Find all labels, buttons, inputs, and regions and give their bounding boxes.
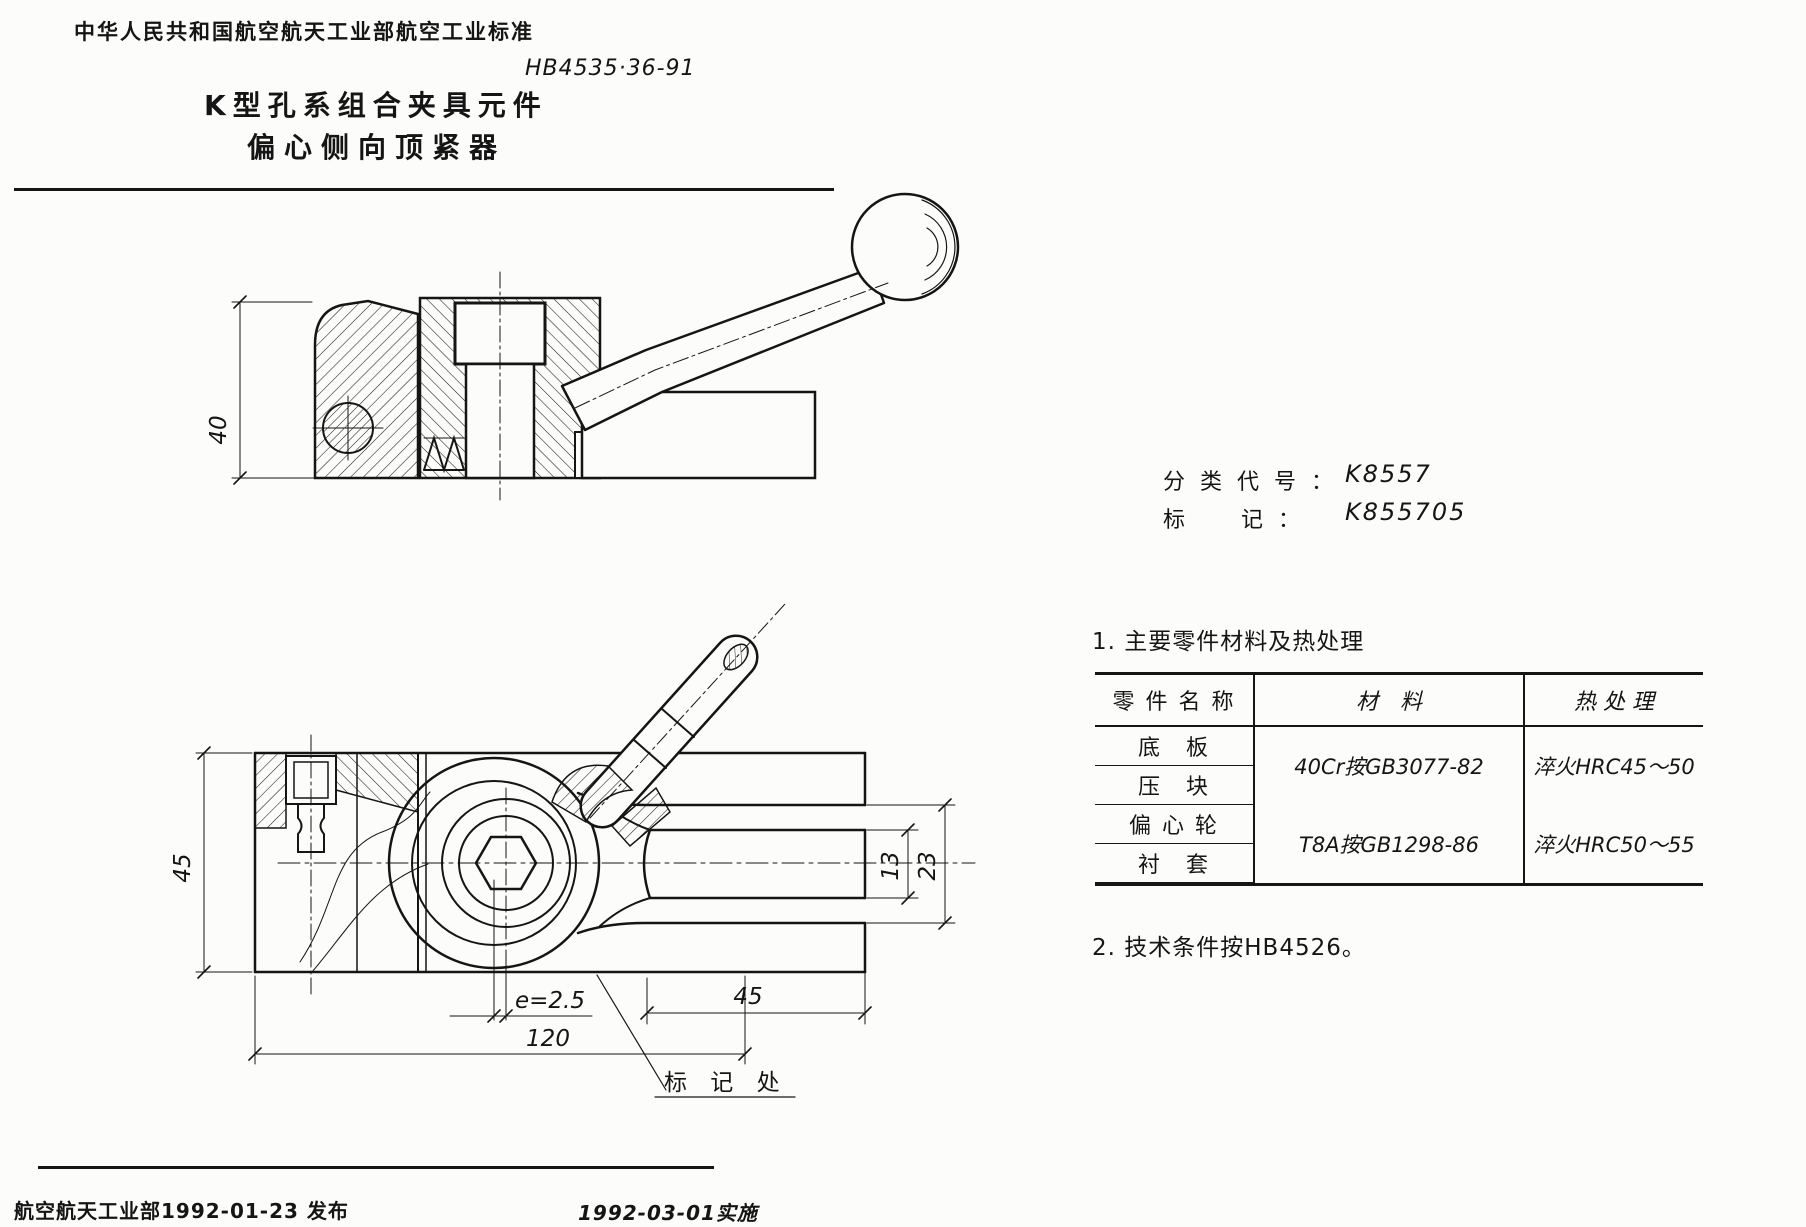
part-name-cell: 偏 心 轮 <box>1095 804 1255 844</box>
dim-label-40: 40 <box>206 415 232 444</box>
table-row: 衬 套 <box>1095 843 1703 883</box>
handle-centerline <box>574 282 889 409</box>
heat-treatment-cell: 淬火HRC45～50 <box>1533 754 1695 779</box>
table-row: 偏 心 轮 T8A按GB1298-86 淬火HRC50～55 <box>1095 804 1703 883</box>
section-view: 40 <box>206 192 960 501</box>
note-materials-heading: 1. 主要零件材料及热处理 <box>1092 629 1365 655</box>
spring <box>423 434 465 474</box>
materials-table: 零 件 名 称 材 料 热 处 理 底 板 40Cr按GB3077-82 淬火H… <box>1095 672 1703 886</box>
part-name-cell: 压 块 <box>1095 765 1255 805</box>
material-cell: 40Cr按GB3077-82 <box>1254 726 1525 805</box>
dim-label-120: 120 <box>526 1026 570 1052</box>
handle-section <box>560 266 886 432</box>
side-bolt-plan <box>254 734 431 996</box>
dimension-40 <box>231 295 419 485</box>
document-title-line2: 偏心侧向顶紧器 <box>247 131 507 164</box>
classification-code-value: K8557 <box>1345 460 1432 488</box>
standard-number: HB4535·36-91 <box>525 56 696 81</box>
break-line <box>311 863 429 973</box>
dim-label-13: 13 <box>878 851 904 880</box>
footer-effective-text: 1992-03-01实施 <box>578 1201 758 1225</box>
dimension-eccentricity <box>449 1009 593 1023</box>
marking-code-label: 标 记 ： <box>1163 508 1304 533</box>
dimension-23 <box>866 798 956 930</box>
material-cell: T8A按GB1298-86 <box>1254 804 1525 883</box>
dim-label-eccentricity: e=2.5 <box>515 988 585 1014</box>
col-header-part-name: 零 件 名 称 <box>1095 675 1255 727</box>
part-name-cell: 底 板 <box>1095 726 1255 766</box>
col-header-heat-treatment: 热 处 理 <box>1524 675 1703 727</box>
dimension-13 <box>866 823 919 905</box>
handle-boss-section <box>551 764 634 824</box>
table-row: 压 块 <box>1095 765 1703 805</box>
handle-plan-centerline <box>589 603 786 819</box>
materials-table-header-row: 零 件 名 称 材 料 热 处 理 <box>1095 675 1703 727</box>
ball-knob <box>850 192 960 302</box>
dimension-45-right <box>640 927 872 1025</box>
plan-view: 45 13 23 e=2.5 <box>170 603 976 1098</box>
table-row: 底 板 40Cr按GB3077-82 淬火HRC45～50 <box>1095 726 1703 805</box>
document-title-line1: K型孔系组合夹具元件 <box>204 89 548 122</box>
dimension-120 <box>248 975 752 1065</box>
dim-label-45-left: 45 <box>170 853 196 882</box>
marking-code-value: K855705 <box>1345 498 1467 526</box>
dim-label-45-right: 45 <box>733 984 762 1010</box>
title-underline <box>14 188 834 191</box>
dimension-45-left <box>195 746 253 979</box>
dim-label-23: 23 <box>915 851 941 880</box>
col-header-material: 材 料 <box>1254 675 1525 727</box>
break-line <box>299 791 431 963</box>
footer-rule <box>38 1166 714 1169</box>
classification-code-label: 分 类 代 号 ： <box>1163 470 1337 495</box>
heat-treatment-cell: 淬火HRC50～55 <box>1533 832 1695 857</box>
marking-place-label: 标 记 处 <box>664 1070 788 1096</box>
marking-place-leader <box>596 974 796 1098</box>
standard-org-line: 中华人民共和国航空航天工业部航空工业标准 <box>74 20 534 44</box>
note-technical-conditions: 2. 技术条件按HB4526。 <box>1092 935 1366 961</box>
footer-issued-text: 航空航天工业部1992-01-23 发布 <box>14 1199 349 1223</box>
part-name-cell: 衬 套 <box>1095 843 1255 883</box>
